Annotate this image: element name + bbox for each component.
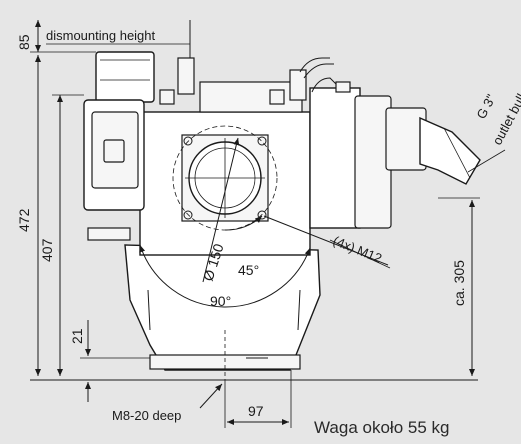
- g3-label: G 3": [473, 91, 498, 121]
- thread-label: M8-20 deep: [112, 408, 181, 423]
- dismounting-height-label: dismounting height: [46, 28, 156, 43]
- dim-472: 472: [16, 208, 32, 232]
- angle-45: 45°: [238, 262, 259, 278]
- dim-97: 97: [248, 403, 264, 419]
- dim-305: ca. 305: [451, 260, 467, 306]
- pump-outline: [83, 51, 481, 380]
- dim-85: 85: [16, 34, 32, 50]
- dim-21: 21: [69, 328, 85, 344]
- dim-407: 407: [39, 238, 55, 262]
- weight-note: Waga około 55 kg: [314, 418, 449, 437]
- angle-90: 90°: [210, 293, 231, 309]
- bolt-label: (4x) M12: [331, 233, 384, 266]
